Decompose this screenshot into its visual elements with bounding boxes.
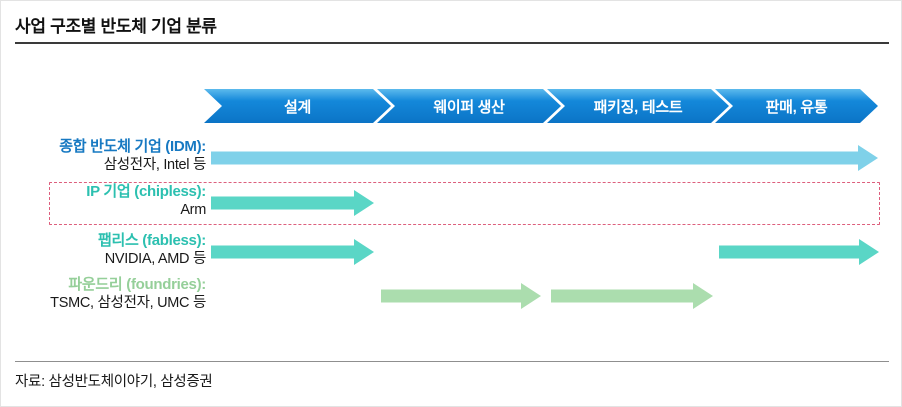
company-examples: 삼성전자, Intel 등 (103, 157, 207, 173)
company-type-label: IP 기업 (chipless): (86, 183, 206, 200)
flow-arrow (211, 239, 374, 265)
source-note: 자료: 삼성반도체이야기, 삼성증권 (15, 374, 213, 390)
flow-arrow (381, 283, 541, 309)
footer-divider (15, 361, 889, 362)
row-label-block: IP 기업 (chipless): Arm (1, 183, 206, 219)
highlight-box (49, 182, 880, 225)
row-label-block: 파운드리 (foundries): TSMC, 삼성전자, UMC 등 (1, 276, 206, 312)
company-type-label: 팹리스 (fabless): (97, 232, 206, 249)
row-label-block: 팹리스 (fabless): NVIDIA, AMD 등 (1, 232, 206, 268)
process-step-2: 웨이퍼 생산 (377, 89, 561, 123)
company-type-label: 종합 반도체 기업 (IDM): (59, 138, 206, 155)
company-type-label: 파운드리 (foundries): (68, 276, 206, 293)
process-step-1: 설계 (204, 89, 391, 123)
process-step-3: 패키징, 테스트 (547, 89, 729, 123)
title-divider (15, 42, 889, 44)
flow-arrow (211, 145, 878, 171)
flow-arrow (551, 283, 713, 309)
company-examples: TSMC, 삼성전자, UMC 등 (50, 295, 206, 311)
flow-arrow (719, 239, 879, 265)
row-label-block: 종합 반도체 기업 (IDM): 삼성전자, Intel 등 (1, 138, 206, 174)
process-step-4: 판매, 유통 (715, 89, 878, 123)
company-examples: NVIDIA, AMD 등 (104, 251, 207, 267)
figure-title: 사업 구조별 반도체 기업 분류 (15, 17, 217, 36)
company-examples: Arm (180, 202, 206, 218)
